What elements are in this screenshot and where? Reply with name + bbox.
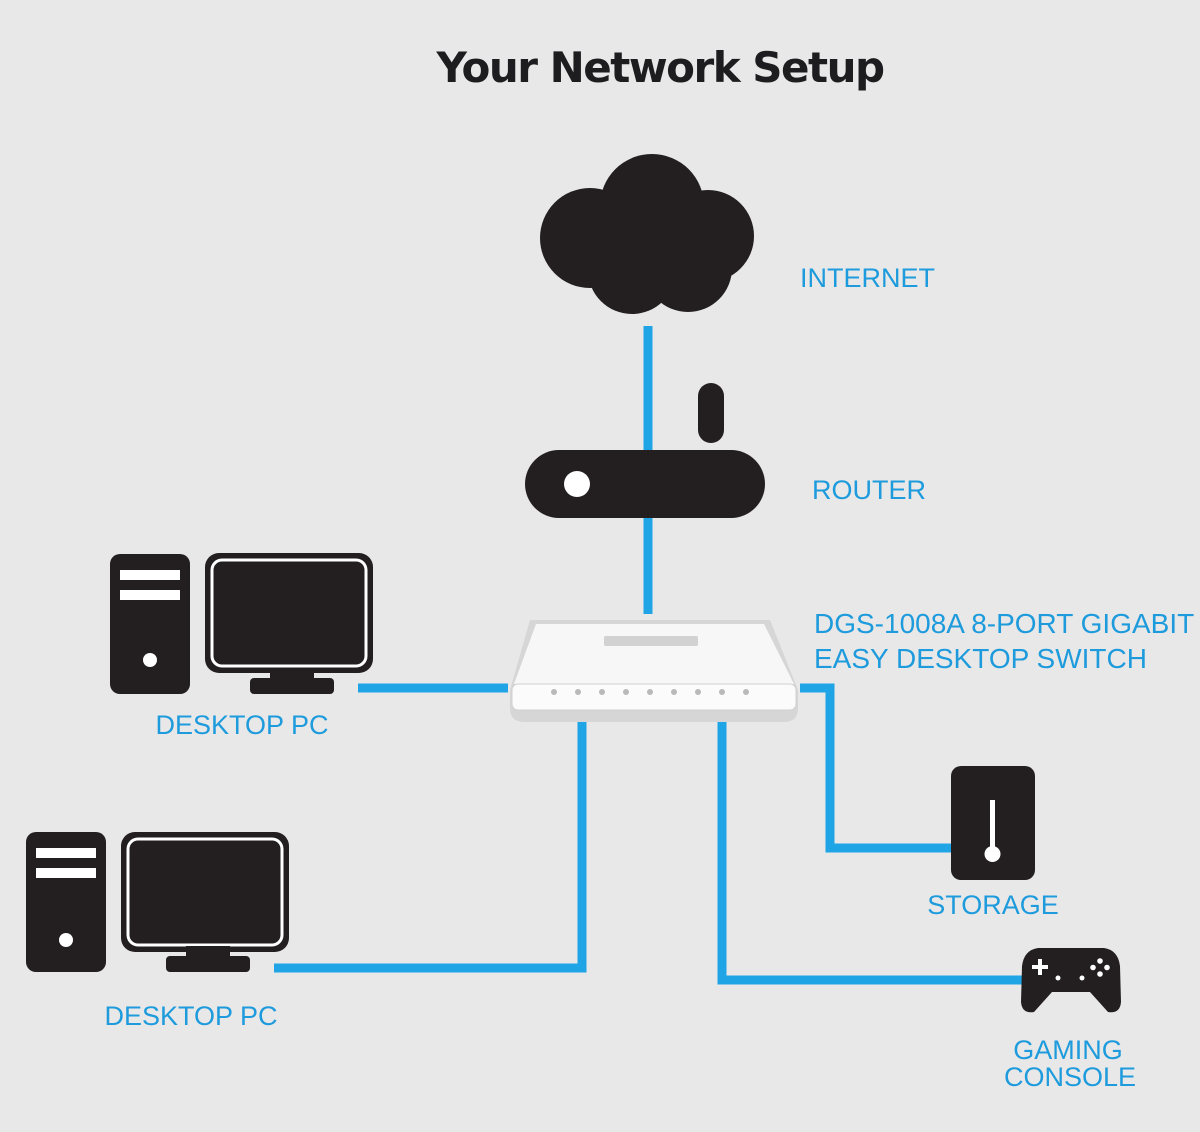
label-gaming-line1: GAMING <box>1013 1035 1123 1065</box>
game-controller-icon <box>1021 948 1121 1013</box>
label-desktop-pc-2: DESKTOP PC <box>104 1001 277 1031</box>
cable-switch-gaming <box>717 720 1030 985</box>
label-router: ROUTER <box>812 475 926 505</box>
label-switch-line1: DGS-1008A 8-PORT GIGABIT <box>814 608 1194 639</box>
label-switch-line2: EASY DESKTOP SWITCH <box>814 643 1147 674</box>
switch-logo <box>604 636 698 646</box>
cable-switch-pc2 <box>274 720 587 973</box>
switch-port-leds <box>551 689 749 695</box>
diagram-title: Your Network Setup <box>435 43 883 92</box>
switch-icon <box>510 620 798 722</box>
label-internet: INTERNET <box>800 263 935 293</box>
label-desktop-pc-1: DESKTOP PC <box>155 710 328 740</box>
storage-icon <box>951 766 1035 880</box>
label-gaming-line2: CONSOLE <box>1004 1062 1136 1092</box>
desktop-pc-icon <box>26 832 289 972</box>
cable-switch-storage <box>800 683 954 853</box>
cloud-icon <box>540 154 754 314</box>
label-storage: STORAGE <box>927 890 1059 920</box>
cables <box>274 326 1030 985</box>
router-icon <box>525 383 765 518</box>
desktop-pc-icon <box>110 553 373 694</box>
